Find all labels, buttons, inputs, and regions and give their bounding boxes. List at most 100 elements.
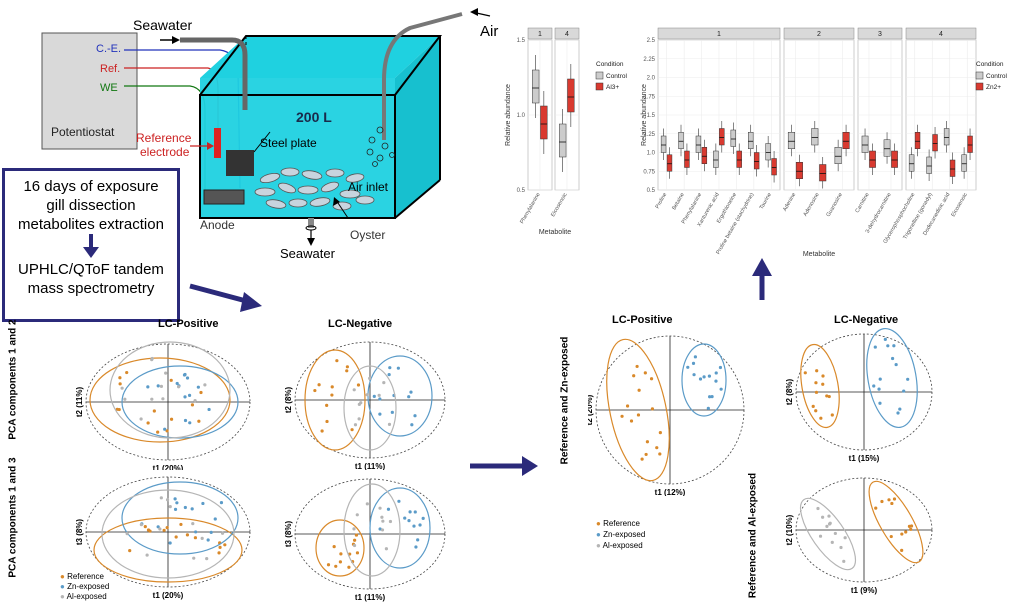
box-xtick: Proline bbox=[655, 192, 669, 210]
box-xtick: Eicosenoic bbox=[950, 192, 969, 218]
box-body bbox=[883, 139, 891, 157]
pca-point bbox=[359, 401, 363, 405]
box-body bbox=[713, 150, 719, 168]
pca-point bbox=[390, 410, 394, 414]
pca-left-title-pos: LC-Positive bbox=[158, 318, 219, 330]
pca-point bbox=[378, 397, 382, 401]
pca-point bbox=[900, 548, 904, 552]
box-facet-label: 3 bbox=[878, 31, 882, 38]
pca-point bbox=[352, 388, 356, 392]
pca-y-label: t3 (8%) bbox=[284, 521, 293, 548]
pca-point bbox=[191, 521, 195, 526]
pca-row-label-al: Reference and Al-exposed bbox=[747, 472, 759, 599]
pca-point bbox=[821, 382, 825, 386]
box-body bbox=[914, 132, 921, 149]
pca-point bbox=[125, 370, 129, 375]
pca-point bbox=[354, 533, 359, 537]
pca-point bbox=[827, 514, 831, 518]
pca-point bbox=[898, 407, 902, 411]
pca-negzn-plot: t1 (15%)t2 (8%) bbox=[785, 327, 933, 463]
pca-point bbox=[692, 373, 696, 377]
box-body bbox=[753, 152, 760, 170]
pca-point bbox=[353, 423, 358, 427]
pca-pos13-plot: t1 (20%)t3 (8%) bbox=[75, 476, 251, 600]
reference-electrode-label-2: electrode bbox=[140, 145, 190, 159]
pca-row-label-13: PCA components 1 and 3 bbox=[7, 457, 19, 578]
box-body bbox=[961, 154, 967, 172]
pca-point bbox=[169, 378, 173, 382]
pca-point bbox=[384, 547, 389, 551]
pca-point bbox=[620, 414, 624, 418]
pca-point bbox=[163, 427, 167, 431]
boxplot-zn-chart: Relative abundance0.50.751.01.251.51.752… bbox=[641, 27, 1008, 258]
pca-point bbox=[161, 397, 165, 401]
box-body bbox=[967, 135, 973, 153]
we-label: WE bbox=[100, 82, 118, 94]
air-bubbles bbox=[366, 126, 395, 167]
pca-point bbox=[332, 545, 336, 549]
pca-point bbox=[334, 564, 338, 568]
box-xlabel: Metabolite bbox=[803, 251, 835, 258]
box-body bbox=[532, 69, 540, 104]
box-facet-strip bbox=[527, 27, 553, 40]
pca-point bbox=[378, 412, 382, 416]
box-ylabel: Relative abundance bbox=[641, 84, 648, 146]
pca-point bbox=[413, 510, 417, 514]
pca-point bbox=[203, 383, 207, 387]
box-legend-swatch bbox=[595, 82, 604, 91]
seawater-out-label: Seawater bbox=[280, 246, 336, 261]
pca-point bbox=[190, 403, 195, 407]
pca-y-label: t2 (8%) bbox=[284, 387, 293, 414]
pca-point bbox=[377, 393, 381, 397]
anode-label: Anode bbox=[200, 218, 235, 232]
workflow-step-5: mass spectrometry bbox=[27, 280, 155, 297]
pca-point bbox=[356, 383, 361, 387]
pca-point bbox=[201, 501, 205, 506]
workflow-step-2: gill dissection bbox=[46, 197, 136, 214]
pca-group-ellipse bbox=[343, 483, 401, 577]
pca-point bbox=[345, 365, 349, 369]
pca-point bbox=[880, 499, 884, 504]
pca-point bbox=[413, 414, 417, 418]
pca-point bbox=[889, 534, 893, 539]
pca-point bbox=[707, 374, 712, 378]
pca-group-ellipse bbox=[121, 481, 239, 555]
pca-point bbox=[173, 507, 178, 511]
pca-point bbox=[192, 556, 196, 560]
pca-point bbox=[213, 517, 217, 521]
pca-row-label-zn: Reference and Zn-exposed bbox=[559, 336, 571, 465]
pca-point bbox=[894, 362, 898, 367]
pca-point bbox=[183, 395, 187, 399]
pca-point bbox=[207, 407, 211, 412]
pca-point bbox=[380, 515, 384, 519]
pca-point bbox=[206, 538, 210, 542]
air-label: Air bbox=[480, 23, 498, 40]
pca-point bbox=[412, 524, 416, 528]
pca-point bbox=[159, 384, 164, 388]
oysters bbox=[254, 167, 375, 211]
box-ytick: 0.5 bbox=[647, 188, 656, 194]
pca-point bbox=[658, 431, 662, 435]
pca-point bbox=[325, 403, 329, 407]
pca-point bbox=[128, 549, 132, 553]
pca-point bbox=[123, 397, 127, 401]
pca-point bbox=[196, 385, 200, 389]
pca-point bbox=[655, 446, 659, 450]
pca-point bbox=[200, 536, 204, 540]
box-facet-label: 2 bbox=[817, 31, 821, 38]
pca-point bbox=[152, 409, 156, 413]
pca-right-title-neg: LC-Negative bbox=[834, 314, 899, 326]
pca-y-label: t2 (10%) bbox=[785, 514, 794, 545]
workflow-down-arrow-icon bbox=[5, 234, 177, 260]
box-body bbox=[861, 135, 869, 153]
pca-point bbox=[421, 516, 425, 520]
legend-zn: ● Zn-exposed bbox=[60, 582, 110, 591]
pca-point bbox=[625, 404, 630, 408]
pca-point bbox=[830, 413, 834, 417]
pca-point bbox=[175, 381, 179, 386]
box-xtick: Betaine bbox=[671, 192, 686, 211]
seawater-inlet-pipe bbox=[180, 37, 248, 110]
workflow-step-4: UPHLC/QToF tandem bbox=[18, 261, 164, 278]
box-facet-label: 4 bbox=[939, 31, 943, 38]
